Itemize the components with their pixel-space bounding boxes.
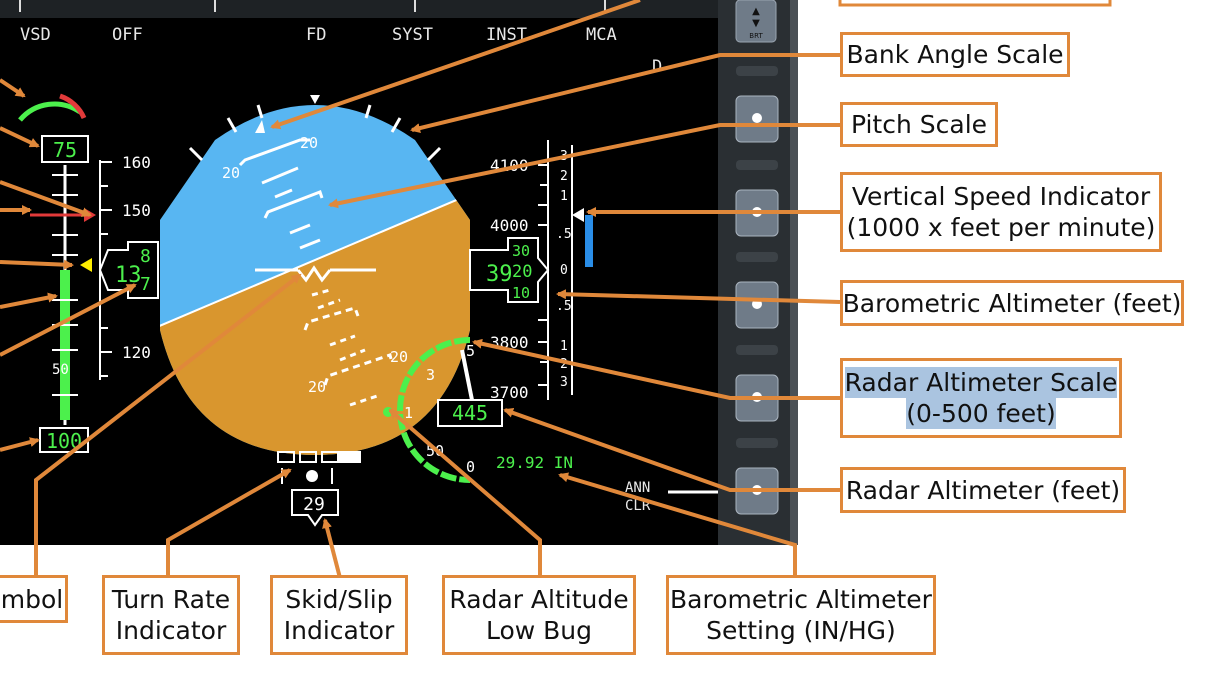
airspeed-readout-box — [98, 241, 159, 299]
top-bezel — [0, 0, 718, 18]
callout-aircraft-symbol: mbol — [0, 575, 68, 623]
pitch-label-left-top: 20 — [222, 164, 240, 182]
marker-d: D — [652, 57, 662, 77]
callout-radar-altimeter-scale: Radar Altimeter Scale (0-500 feet) — [840, 358, 1122, 438]
mode-label-mca[interactable]: MCA — [586, 25, 617, 45]
callout-bank-angle-scale: Bank Angle Scale — [840, 32, 1070, 77]
altitude-value-big: 39 — [486, 262, 513, 287]
callout-skid-slip-indicator: Skid/Slip Indicator — [270, 575, 408, 655]
vsi-mark-1-down: 1 — [560, 339, 568, 354]
airspeed-tick-120: 120 — [122, 343, 151, 362]
bezel-knob-brt[interactable]: ▲ ▼ BRT — [735, 0, 777, 43]
heading-value: 29 — [303, 494, 325, 515]
radar-scale-0: 0 — [466, 458, 475, 476]
radar-scale-3: 3 — [426, 366, 435, 384]
callout-turn-rate-indicator: Turn Rate Indicator — [102, 575, 240, 655]
ann-label[interactable]: ANN — [625, 480, 650, 496]
altitude-roll-mid: 20 — [512, 262, 532, 282]
pitch-label-left-bottom: 20 — [308, 378, 326, 396]
callout-radar-altitude-low-bug: Radar Altitude Low Bug — [442, 575, 636, 655]
turn-rate-indicator — [277, 451, 361, 463]
airspeed-target: 75 — [53, 138, 77, 162]
vsi-mark-half-down: .5 — [556, 299, 572, 314]
right-bezel — [718, 0, 798, 545]
airspeed-tape-mark: 50 — [52, 362, 69, 378]
aircraft-symbol-icon — [255, 265, 376, 283]
callout-barometric-altimeter: Barometric Altimeter (feet) — [840, 280, 1184, 326]
altitude-tape: 4100 4000 3800 3700 39 30 20 10 — [469, 140, 550, 402]
mode-label-vsd[interactable]: VSD — [20, 25, 51, 45]
radar-scale-5: 5 — [466, 342, 475, 360]
roll-pointer-icon — [310, 95, 320, 104]
altitude-roll-top: 30 — [512, 242, 530, 260]
radar-altimeter: 5 3 1 50 0 445 — [383, 337, 503, 483]
callout-leaders — [0, 0, 841, 579]
callout-barometric-altimeter-setting: Barometric Altimeter Setting (IN/HG) — [666, 575, 936, 655]
bezel-button-3[interactable] — [735, 281, 779, 329]
altitude-readout-box — [469, 237, 550, 303]
radar-scale-1: 1 — [404, 404, 413, 422]
airspeed-tick-150: 150 — [122, 201, 151, 220]
baro-setting-readout: 29.92 IN — [496, 453, 573, 472]
airspeed-tick-160: 160 — [122, 153, 151, 172]
attitude-indicator: 20 20 20 20 — [160, 105, 470, 455]
vsi-mark-2-down: 2 — [560, 357, 568, 372]
airspeed-value-big: 13 — [115, 263, 142, 288]
vsi-mark-2-up: 2 — [560, 169, 568, 184]
mode-label-inst[interactable]: INST — [486, 25, 527, 45]
altitude-roll-bottom: 10 — [512, 284, 530, 302]
airspeed-value-roll-bottom: 7 — [140, 274, 151, 295]
bezel-button-1[interactable] — [735, 95, 779, 143]
altitude-tick-3700: 3700 — [490, 383, 529, 402]
vertical-speed-indicator: 3 2 1 .5 0 .5 1 2 3 — [556, 145, 593, 395]
callout-radar-altimeter: Radar Altimeter (feet) — [840, 467, 1126, 513]
callout-vertical-speed-indicator: Vertical Speed Indicator (1000 x feet pe… — [840, 172, 1162, 252]
vsi-mark-1-up: 1 — [560, 189, 568, 204]
vsi-mark-3-down: 3 — [560, 375, 568, 390]
callout-pitch-scale: Pitch Scale — [840, 102, 998, 147]
mode-label-fd[interactable]: FD — [306, 25, 326, 45]
mode-label-syst[interactable]: SYST — [392, 25, 433, 45]
pitch-label-right-top: 20 — [300, 134, 318, 152]
airspeed-trend-icon — [80, 258, 92, 272]
svg-text:▼: ▼ — [752, 18, 760, 29]
svg-text:▲: ▲ — [752, 6, 760, 17]
pitch-label-right-bottom: 20 — [390, 348, 408, 366]
mode-label-off[interactable]: OFF — [112, 25, 143, 45]
sky-pointer-icon — [255, 120, 265, 133]
bank-angle-scale — [188, 104, 442, 162]
radar-altitude-value: 445 — [452, 401, 488, 425]
airspeed-value-roll-top: 8 — [140, 246, 151, 267]
vsi-mark-zero: 0 — [560, 263, 568, 278]
vsi-mark-half-up: .5 — [556, 227, 572, 242]
pitch-scale — [238, 138, 394, 407]
svg-text:BRT: BRT — [749, 32, 763, 40]
altitude-tick-4000: 4000 — [490, 216, 529, 235]
heading-box: 29 — [291, 489, 339, 527]
